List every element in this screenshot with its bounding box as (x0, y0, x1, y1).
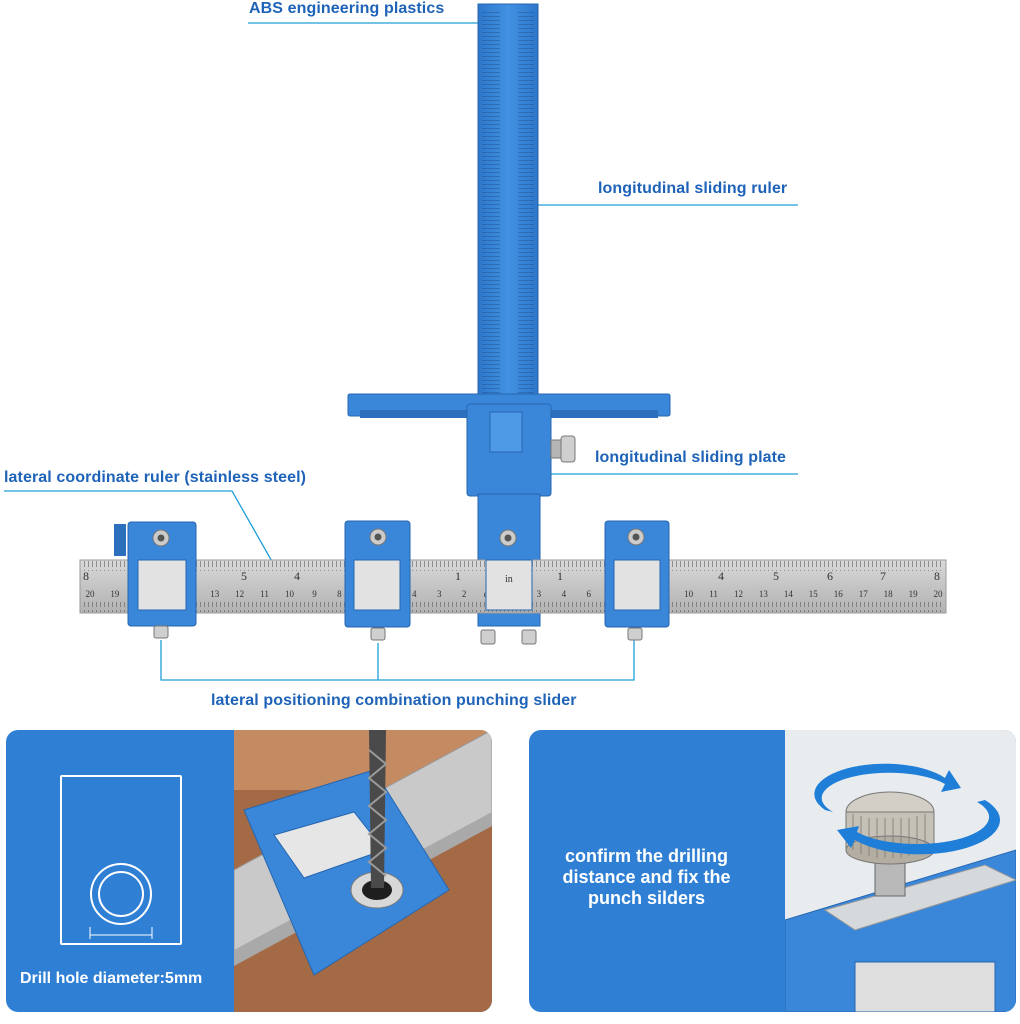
drill-hole-diagram (60, 775, 182, 945)
callout-lateral-ruler: lateral coordinate ruler (stainless stee… (4, 469, 307, 486)
ruler-cm-label: 10 (684, 589, 694, 599)
ruler-cm-label: 10 (285, 589, 295, 599)
punching-slider-center (480, 529, 537, 645)
ruler-inch-label: 5 (241, 569, 247, 583)
ruler-cm-label: 14 (784, 589, 794, 599)
punching-slider-4 (604, 520, 670, 641)
ruler-cm-label: 11 (260, 589, 269, 599)
punching-slider-2 (344, 520, 411, 641)
thumb-screw-photo (785, 730, 1016, 1012)
ruler-cm-label: 13 (210, 589, 220, 599)
ruler-cm-label: 12 (734, 589, 743, 599)
ruler-cm-label: 4 (562, 589, 567, 599)
ruler-cm-label: 4 (412, 589, 417, 599)
drilling-photo (234, 730, 492, 1012)
drill-hole-icon (90, 863, 152, 925)
ruler-cm-label: 6 (587, 589, 592, 599)
ruler-cm-label: 13 (759, 589, 769, 599)
drill-hole-panel: Drill hole diameter:5mm (6, 730, 492, 1012)
callout-longitudinal-ruler: longitudinal sliding ruler (598, 180, 788, 197)
ruler-cm-label: 18 (884, 589, 894, 599)
ruler-cm-label: 17 (859, 589, 869, 599)
drill-hole-caption: Drill hole diameter:5mm (20, 970, 203, 987)
fix-slider-panel: confirm the drilling distance and fix th… (529, 730, 1016, 1012)
callout-abs-plastics: ABS engineering plastics (249, 0, 445, 17)
ruler-inch-labels: 8 5 4 1 1 4 5 6 7 8 (83, 569, 940, 583)
ruler-inch-label: 6 (827, 569, 833, 583)
ruler-inch-label: 8 (83, 569, 89, 583)
ruler-inch-label: 5 (773, 569, 779, 583)
longitudinal-sliding-ruler (477, 3, 539, 405)
ruler-cm-label: 12 (235, 589, 244, 599)
ruler-inch-label: 1 (557, 569, 563, 583)
ruler-cm-label: 20 (86, 589, 96, 599)
ruler-inch-label: 7 (880, 569, 886, 583)
ruler-cm-label: 11 (709, 589, 718, 599)
longitudinal-sliding-plate (466, 403, 576, 497)
ruler-inch-label: 4 (718, 569, 724, 583)
ruler-inch-label: 8 (934, 569, 940, 583)
ruler-cm-label: 20 (934, 589, 944, 599)
callout-lines (4, 22, 798, 681)
ruler-cm-label: 8 (337, 589, 342, 599)
ruler-cm-label: 19 (110, 589, 120, 599)
rotate-arrows-icon (814, 763, 1001, 855)
ruler-cm-label: 9 (312, 589, 317, 599)
ruler-unit-label: in (505, 574, 513, 585)
punching-slider-1 (114, 521, 197, 639)
ruler-cm-label: 19 (909, 589, 919, 599)
ruler-cm-label: 15 (809, 589, 819, 599)
confirm-instruction: confirm the drilling distance and fix th… (562, 846, 731, 908)
ruler-cm-label: 16 (834, 589, 844, 599)
ruler-inch-label: 4 (294, 569, 300, 583)
ruler-inch-label: 1 (455, 569, 461, 583)
ruler-cm-label: 2 (462, 589, 467, 599)
ruler-cm-label: 3 (537, 589, 542, 599)
callout-punch-slider: lateral positioning combination punching… (211, 692, 577, 709)
callout-longitudinal-plate: longitudinal sliding plate (595, 449, 787, 466)
ruler-cm-label: 3 (437, 589, 442, 599)
